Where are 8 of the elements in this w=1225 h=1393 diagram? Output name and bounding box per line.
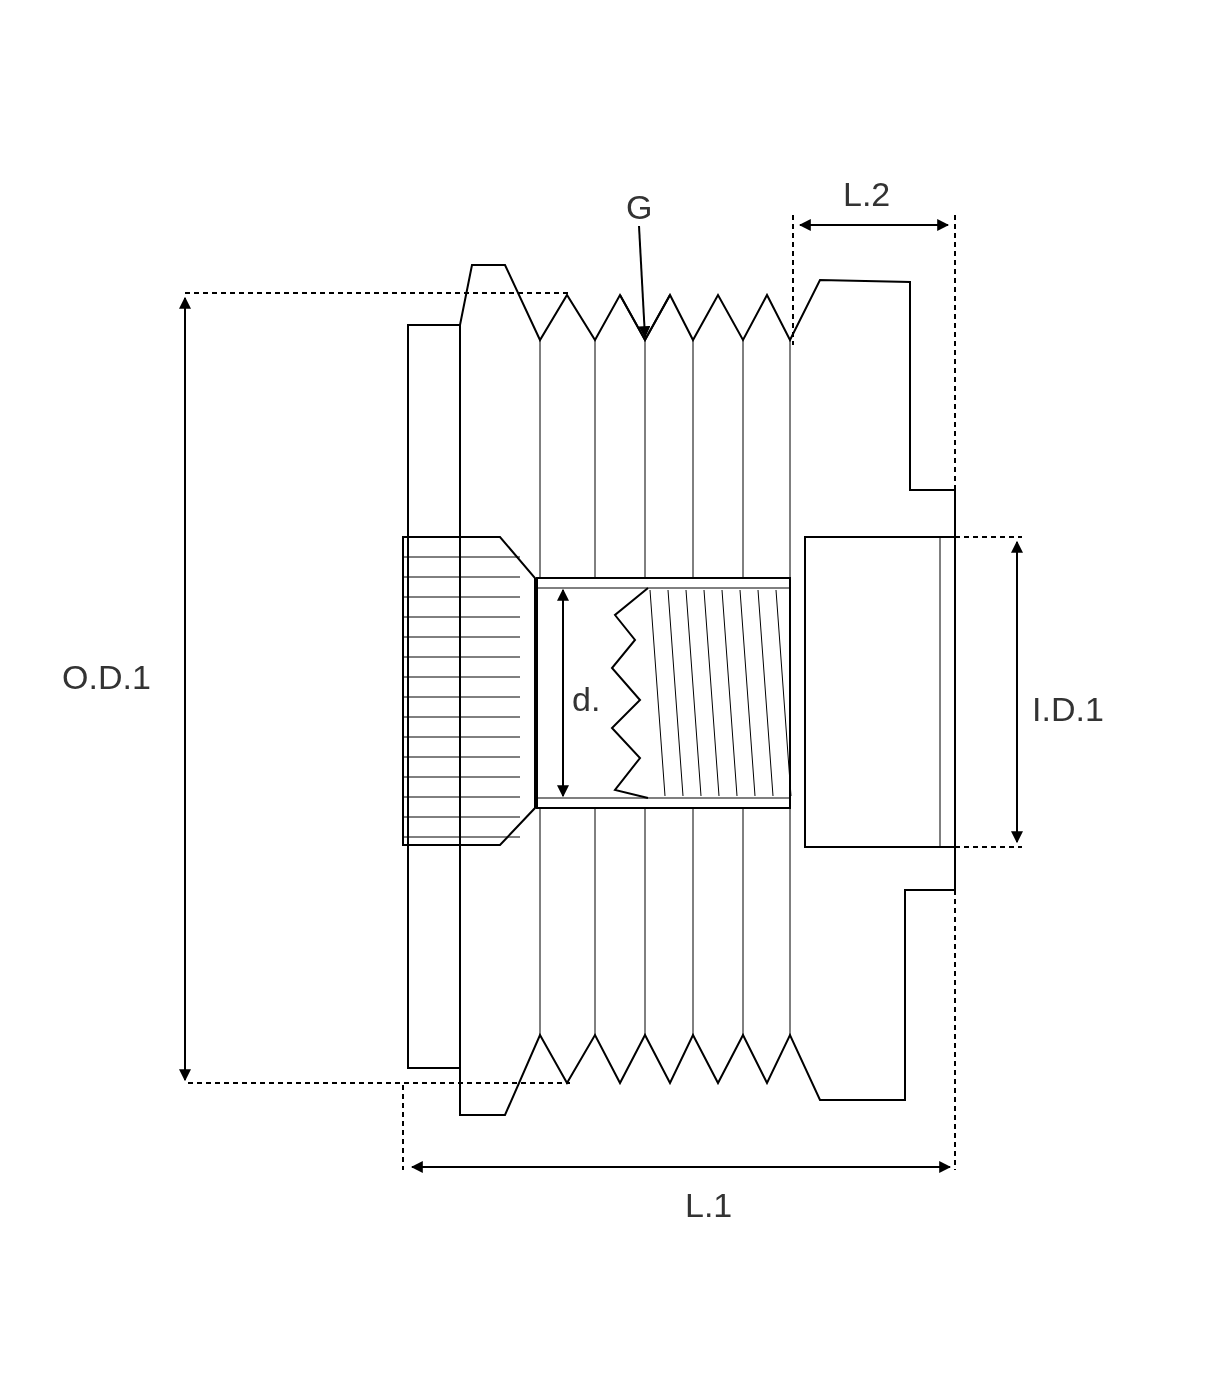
dimension-label: d. bbox=[572, 682, 601, 716]
callout-letter: G bbox=[626, 190, 653, 224]
leader-line bbox=[638, 225, 651, 339]
dimension-label: O.D.1 bbox=[62, 660, 151, 694]
dimension-label: L.2 bbox=[843, 177, 891, 211]
dimension-label: L.1 bbox=[685, 1188, 733, 1222]
dimension-label: I.D.1 bbox=[1032, 692, 1104, 726]
belt-groove bbox=[619, 294, 671, 343]
